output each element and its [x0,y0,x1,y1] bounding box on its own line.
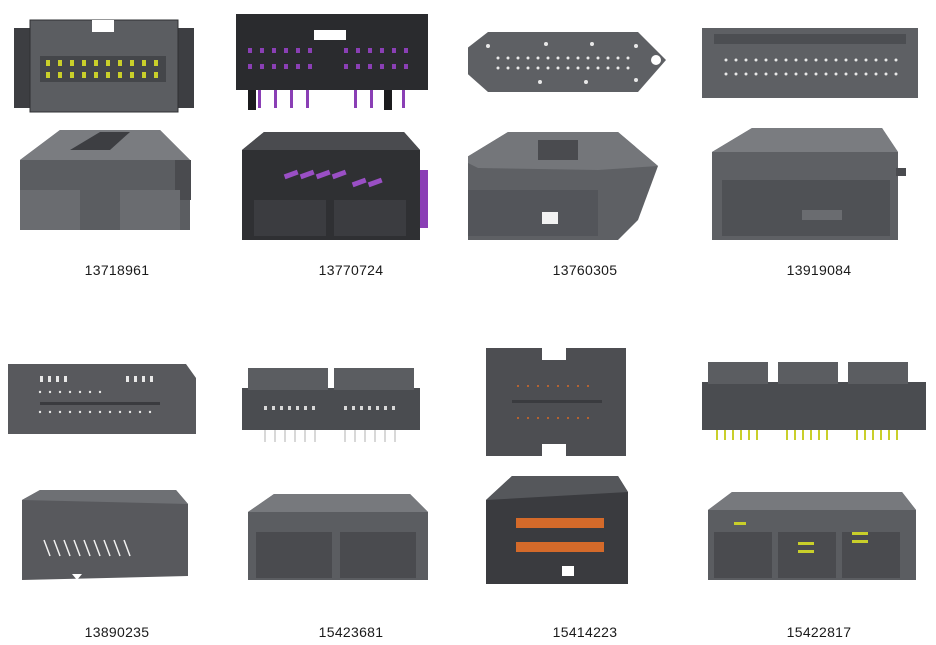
part-number: 13760305 [552,262,618,278]
connector-image [702,28,918,240]
product-card[interactable]: 13718961 [0,0,234,322]
connector-image [242,368,428,580]
product-card[interactable]: 13760305 [468,0,702,322]
part-number: 13770724 [318,262,384,278]
product-card[interactable]: 15414223 [468,322,702,644]
connector-image [8,364,196,580]
product-card[interactable]: 13919084 [702,0,936,322]
connector-image [486,348,628,584]
product-card[interactable]: 13890235 [0,322,234,644]
product-card[interactable]: 15423681 [234,322,468,644]
part-number: 15423681 [318,624,384,640]
connector-image [468,32,666,240]
product-card[interactable]: 13770724 [234,0,468,322]
part-number: 15414223 [552,624,618,640]
connector-image [236,14,428,240]
part-number: 13919084 [786,262,852,278]
part-number: 15422817 [786,624,852,640]
part-number: 13718961 [84,262,150,278]
connector-image [14,19,194,230]
connector-image [702,362,926,580]
part-number: 13890235 [84,624,150,640]
product-card[interactable]: 15422817 [702,322,936,644]
